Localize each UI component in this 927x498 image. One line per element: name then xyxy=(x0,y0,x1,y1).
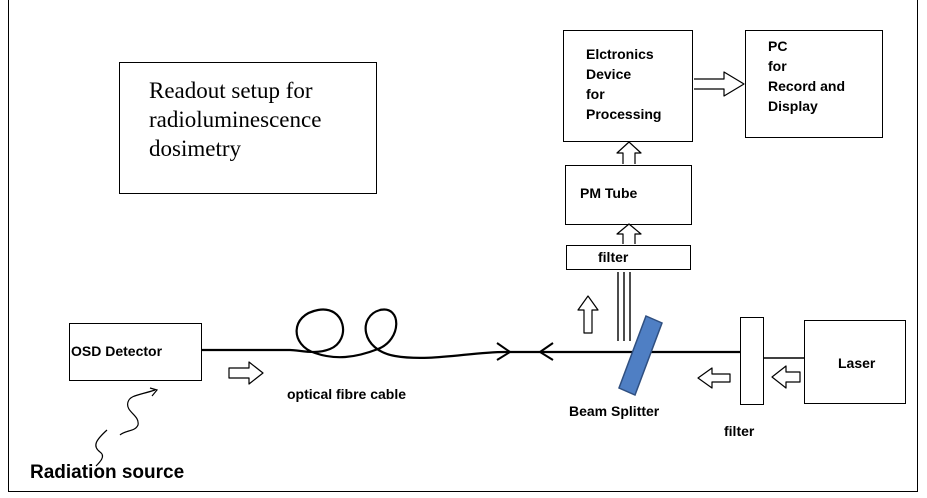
electronics-device-box xyxy=(563,30,693,142)
pc-label: PC for Record and Display xyxy=(768,38,846,114)
arrow-filter-to-pmtube xyxy=(616,223,642,244)
radiation-arrow-head-1 xyxy=(149,387,159,397)
laser-box xyxy=(804,320,906,404)
filter-bottom-box xyxy=(740,317,764,405)
optical-fibre-label: optical fibre cable xyxy=(287,386,407,402)
osd-detector-label: OSD Detector xyxy=(71,343,163,359)
arrow-pmtube-to-electronics xyxy=(616,141,642,164)
arrow-left-laser xyxy=(771,365,801,389)
laser-label: Laser xyxy=(838,355,876,371)
diagram-frame xyxy=(8,0,918,492)
optical-fibre-path xyxy=(202,308,740,359)
osd-detector-box xyxy=(69,323,202,381)
arrow-up-beam xyxy=(577,295,599,334)
arrow-left-filter xyxy=(697,367,731,389)
arrow-electronics-to-pc xyxy=(694,71,745,97)
electronics-device-label: Elctronics Device for Processing xyxy=(586,46,662,122)
title-box xyxy=(119,62,377,194)
pm-tube-box xyxy=(565,165,692,225)
arrow-right-detector xyxy=(228,361,264,385)
diagram-title: Readout setup for radioluminescence dosi… xyxy=(149,78,322,161)
beam-splitter-label: Beam Splitter xyxy=(569,403,660,419)
radiation-wave-1 xyxy=(119,389,156,436)
radiation-wave-2 xyxy=(95,429,108,467)
filter-top-box xyxy=(566,245,691,270)
filter-top-label: filter xyxy=(598,249,629,265)
filter-bottom-label: filter xyxy=(724,423,755,439)
radiation-source-label: Radiation source xyxy=(30,462,185,483)
beam-splitter xyxy=(618,314,663,397)
pc-box xyxy=(745,30,883,138)
fibre-arrow-left xyxy=(538,342,554,361)
fibre-arrow-right xyxy=(496,342,512,361)
pm-tube-label: PM Tube xyxy=(580,185,638,201)
